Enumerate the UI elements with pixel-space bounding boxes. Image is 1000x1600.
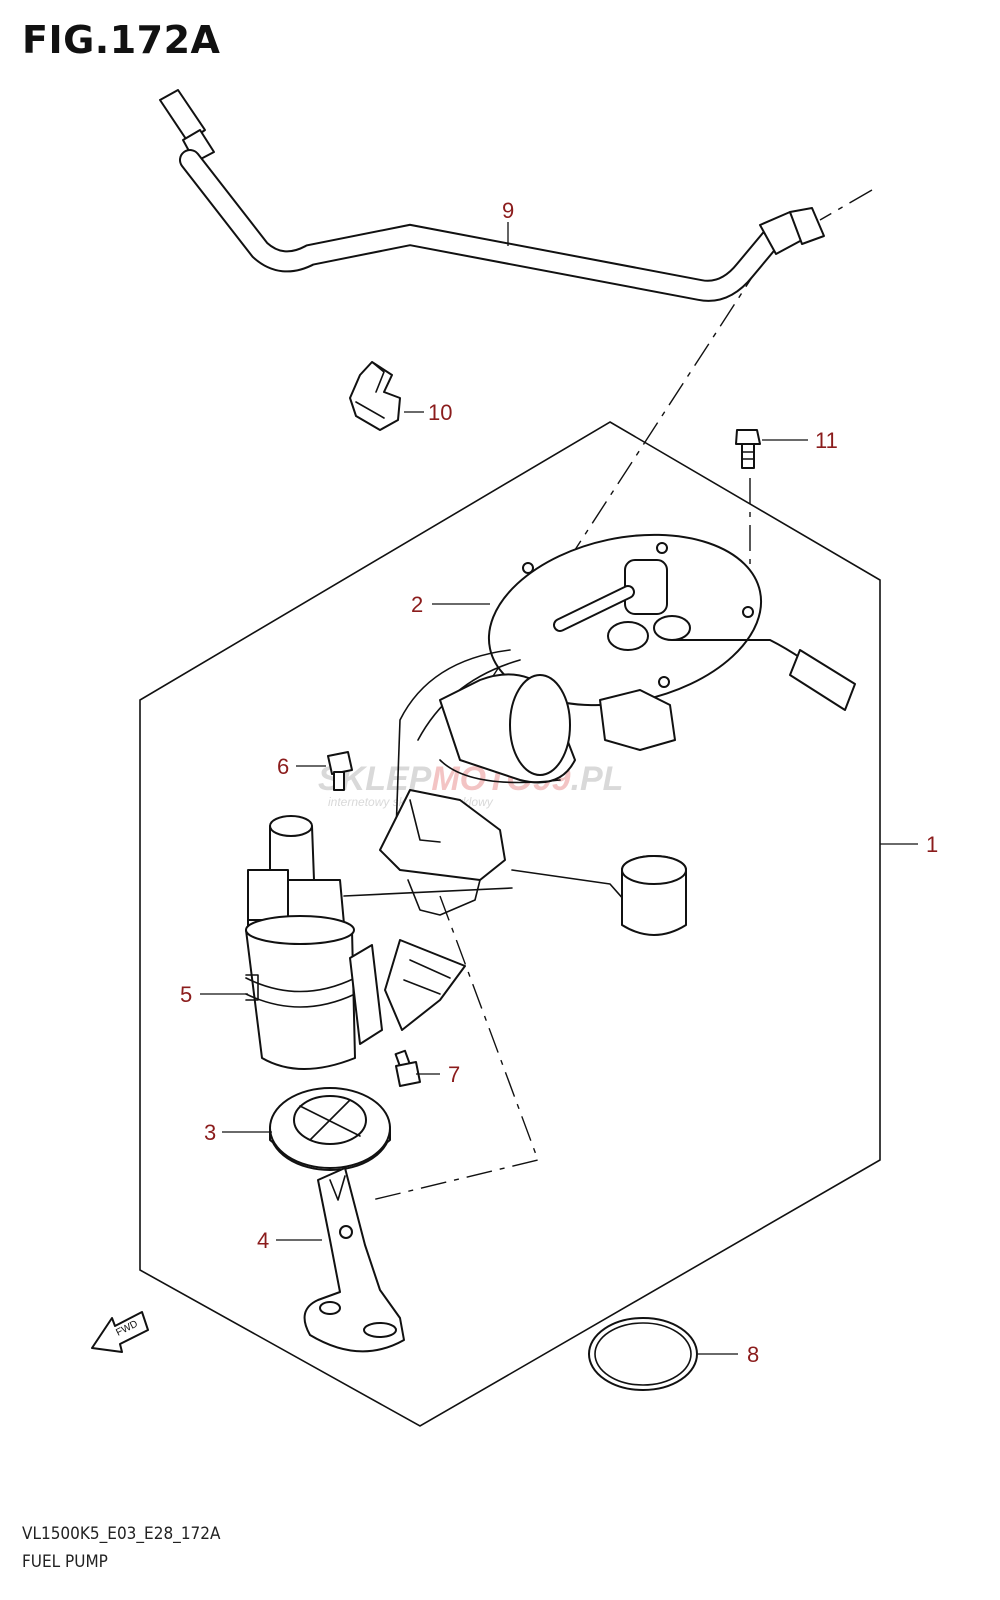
callout-7: 7 (448, 1062, 460, 1087)
callout-6: 6 (277, 754, 289, 779)
pump-cushion (269, 1087, 391, 1171)
callout-8: 8 (747, 1342, 759, 1367)
pump-bracket (303, 1167, 405, 1353)
fuel-hose (159, 89, 825, 302)
diagram-name: FUEL PUMP (22, 1552, 108, 1572)
guide-line-hose (483, 189, 873, 691)
flange-bolt (735, 429, 761, 469)
leader-lines (200, 222, 918, 1355)
screw-6 (327, 751, 353, 791)
callout-3: 3 (204, 1120, 216, 1145)
screw-7 (394, 1049, 421, 1087)
callout-9: 9 (502, 198, 514, 223)
callout-11: 11 (815, 428, 838, 453)
hose-clip (349, 361, 401, 431)
guide-line-gauge (343, 887, 513, 897)
guide-line-bracket (371, 895, 539, 1201)
o-ring-gasket (588, 1317, 698, 1391)
model-code: VL1500K5_E03_E28_172A (22, 1524, 221, 1544)
fuel-pump-motor (245, 815, 383, 1070)
callout-4: 4 (257, 1228, 269, 1253)
callout-labels: 9 10 11 2 6 1 5 7 3 4 8 (180, 198, 938, 1367)
assembly-outline (139, 421, 881, 1427)
callout-2: 2 (411, 592, 423, 617)
fuel-gauge-float (511, 855, 687, 936)
watermark-text-4: .PL (571, 760, 624, 798)
fwd-arrow-icon: FWD (91, 1311, 149, 1353)
watermark: SKLEPMOTO99.PL internetowy sklep motocyk… (318, 760, 623, 809)
svg-text:SKLEPMOTO99.PL: SKLEPMOTO99.PL (318, 760, 623, 798)
fuel-filter (384, 939, 466, 1031)
callout-10: 10 (428, 400, 452, 425)
callout-1: 1 (926, 832, 938, 857)
figure-title: FIG.172A (22, 18, 221, 62)
pump-regulator-body (379, 673, 676, 916)
callout-5: 5 (180, 982, 192, 1007)
